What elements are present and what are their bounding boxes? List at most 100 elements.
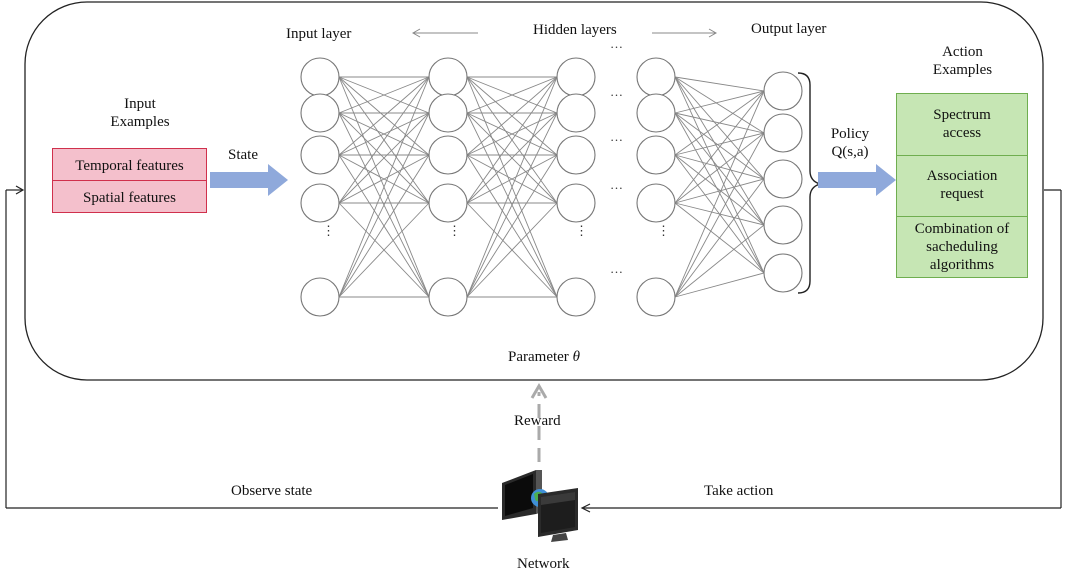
parameter-label: Parameter θ [508,348,580,366]
neuron-node [428,135,468,175]
action-examples-label: Action Examples [932,44,993,78]
output-layer-label: Output layer [751,21,827,37]
network-edge [338,154,430,298]
network-edge [674,132,765,156]
network-edge [674,90,765,204]
horizontal-ellipsis: … [610,84,623,99]
action-examples-box: Spectrum access Association request Comb… [896,93,1028,278]
network-edge [338,76,430,114]
input-layer-label: Input layer [286,26,352,42]
network-edge [338,112,430,298]
network-edge [674,90,765,298]
observe-state-loop [5,185,498,509]
reward-arrow [530,383,548,462]
neuron-node [763,253,803,293]
horizontal-ellipsis: … [610,177,623,192]
horizontal-ellipsis: … [610,36,623,51]
network-edge [466,112,558,156]
neuron-node [636,93,676,133]
network-edge [466,154,558,204]
neuron-node [636,57,676,97]
network-edge [674,132,765,298]
action-spectrum-access: Spectrum access [933,107,991,141]
input-feature-temporal: Temporal features [75,158,184,174]
policy-arrow [818,164,896,196]
neuron-node [763,71,803,111]
network-edge [674,112,765,180]
vertical-ellipsis: ⋮ [322,223,335,238]
input-examples-label: Input Examples [110,96,170,130]
network-edge [338,154,430,204]
neuron-node [763,205,803,245]
network-label: Network [517,556,570,572]
neuron-node [556,277,596,317]
action-scheduling-combination: Combination of sacheduling algorithms [914,221,1010,273]
neuron-node [428,277,468,317]
action-divider-2 [897,216,1027,217]
parameter-symbol: θ [572,349,580,365]
network-edge [338,112,430,204]
network-edge [674,132,765,204]
take-action-loop [580,189,1062,513]
take-action-label: Take action [704,483,774,499]
network-nodes [300,57,803,317]
neuron-node [636,183,676,223]
network-edge [674,202,765,226]
network-edge [674,112,765,226]
network-edge [466,76,558,156]
input-features-box: Temporal features Spatial features [52,148,207,213]
input-feature-spatial: Spatial features [83,190,176,206]
neuron-node [636,277,676,317]
neuron-node [428,93,468,133]
neuron-node [763,113,803,153]
neuron-node [428,183,468,223]
neuron-node [300,93,340,133]
action-divider-1 [897,155,1027,156]
network-edge [674,76,765,226]
network-edge [674,90,765,156]
neuron-node [300,135,340,175]
network-edge [338,112,430,156]
policy-label: Policy Q(s,a) [830,126,870,160]
network-edge [674,178,765,298]
network-edge [466,112,558,298]
state-label: State [228,147,258,163]
hidden-layers-label: Hidden layers [533,22,617,38]
network-edge [674,90,765,114]
horizontal-ellipsis: … [610,261,623,276]
neuron-node [300,57,340,97]
network-edge [674,76,765,180]
neuron-node [556,183,596,223]
neuron-node [300,277,340,317]
network-computer-icon [502,470,578,542]
network-edge [674,154,765,226]
network-edge [674,76,765,92]
reward-label: Reward [514,413,561,429]
observe-state-label: Observe state [231,483,313,499]
network-edge [674,224,765,298]
input-divider [53,180,206,181]
neuron-node [556,57,596,97]
horizontal-ellipsis: … [610,129,623,144]
vertical-ellipsis: ⋮ [575,223,588,238]
network-edge [674,178,765,204]
network-edge [338,76,430,156]
network-edge [338,76,430,204]
network-edge [466,202,558,298]
neuron-node [556,135,596,175]
network-edge [674,154,765,180]
network-edge [674,76,765,134]
network-edge [466,76,558,114]
neuron-node [300,183,340,223]
action-association-request: Association request [926,168,998,202]
network-edge [466,76,558,298]
network-edge [338,76,430,298]
network-edge [338,202,430,298]
state-arrow [210,164,288,196]
network-edges [338,76,765,298]
agent-frame [24,1,1044,381]
neuron-node [428,57,468,97]
parameter-text: Parameter [508,349,573,365]
network-edge [674,272,765,298]
